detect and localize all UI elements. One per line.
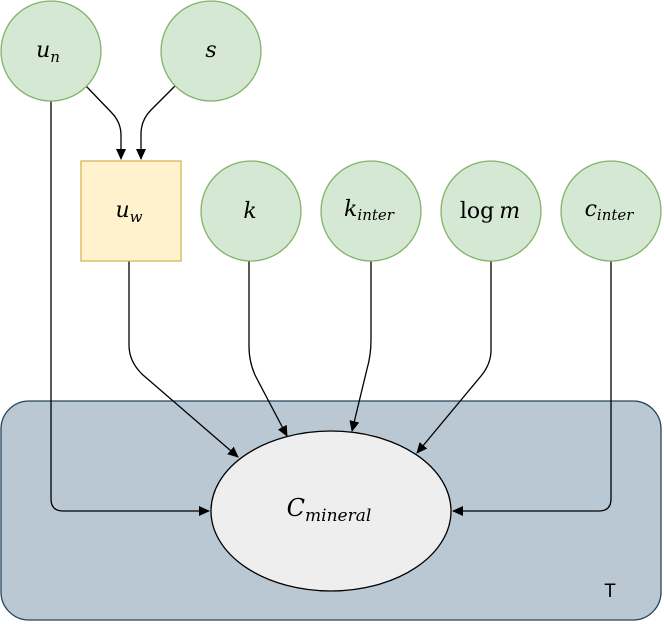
node-u_n-base: u [36,38,50,63]
node-u_w-base: u [115,198,129,223]
edge-log_m-to-c_mineral [416,261,492,454]
svg-text:s: s [205,38,216,63]
node-k: k [200,160,302,262]
svg-text:Cmineral: Cmineral [287,494,372,526]
node-s: s [160,0,262,102]
node-k_inter-sub: inter [357,206,394,224]
node-log_m-var: m [499,199,520,224]
node-c_inter-sub: inter [597,206,634,224]
svg-text:k: k [243,199,256,224]
node-k_inter: kinter [320,160,422,262]
edge-k-to-c_mineral [248,261,288,437]
svg-text:uw: uw [115,198,142,226]
edge-u_w-to-c_mineral [128,261,239,458]
node-c_mineral: Cmineral [210,430,452,592]
svg-text:cinter: cinter [585,197,635,224]
edge-u_n-to-u_w [85,85,126,160]
svg-text:kinter: kinter [344,197,395,224]
node-k_inter-base: k [344,197,357,222]
node-u_n: un [0,0,102,102]
svg-text:un: un [36,38,60,66]
node-c_mineral-sub: mineral [305,506,371,526]
edges [50,85,612,516]
node-u_w: uw [80,160,182,262]
plate-label: T [604,581,616,602]
edge-u_n-to-c_mineral [50,101,210,516]
node-log_m-fn: log [460,199,494,224]
node-c_inter-base: c [585,197,597,222]
edge-k_inter-to-c_mineral [349,261,372,432]
node-c_inter: cinter [560,160,662,262]
node-c_mineral-base: C [287,494,305,522]
node-s-base: s [205,38,216,63]
node-k-base: k [243,199,256,224]
edge-c_inter-to-c_mineral [452,261,612,516]
node-u_n-sub: n [50,48,60,66]
node-u_w-sub: w [130,208,143,226]
edge-s-to-u_w [136,85,176,160]
